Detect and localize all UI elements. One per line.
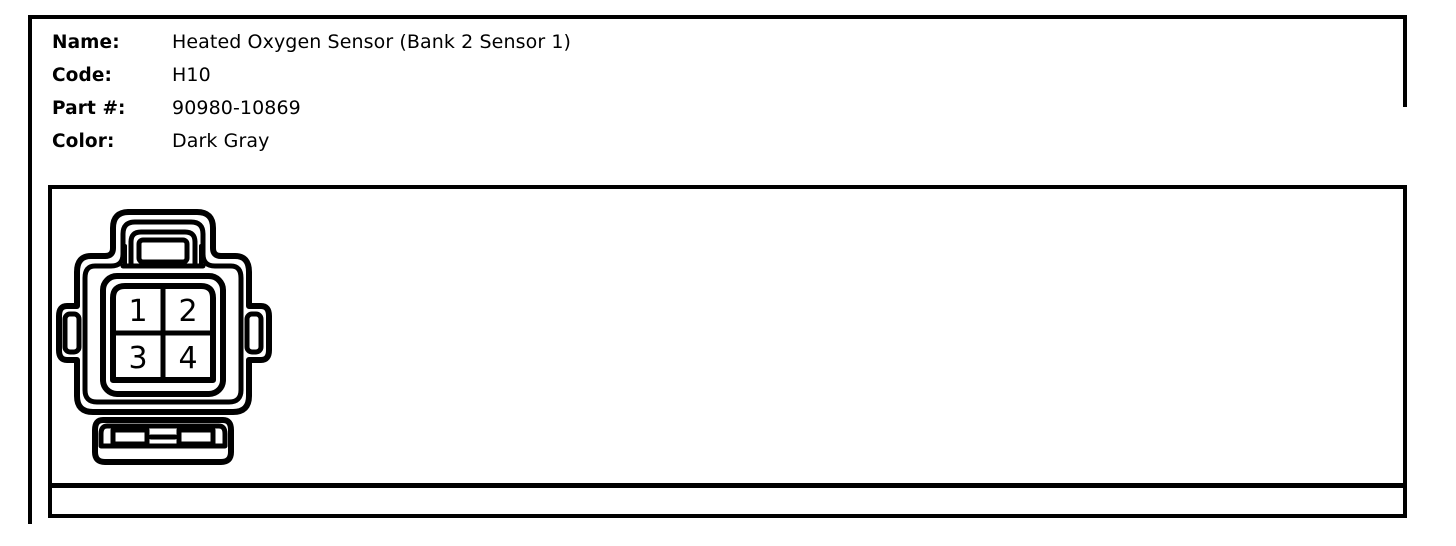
info-row-name: Name: Heated Oxygen Sensor (Bank 2 Senso… <box>52 26 952 59</box>
pin-label-2: 2 <box>178 294 197 329</box>
connector-side-tab-left <box>62 311 82 355</box>
connector-inner-shell <box>82 219 244 405</box>
outer-frame <box>28 15 1407 524</box>
pin-label-3: 3 <box>128 341 147 376</box>
pin-grid-outline <box>110 283 216 383</box>
diagram-box <box>48 185 1407 518</box>
diagram-divider <box>48 483 1407 488</box>
outer-frame-right-edge <box>1403 15 1407 107</box>
info-value-color: Dark Gray <box>172 130 270 152</box>
part-info-block: Name: Heated Oxygen Sensor (Bank 2 Senso… <box>52 26 952 158</box>
info-row-color: Color: Dark Gray <box>52 125 952 158</box>
info-value-code: H10 <box>172 64 211 86</box>
info-label-part-number: Part #: <box>52 98 126 119</box>
connector-bottom-notch-right <box>176 427 216 447</box>
info-value-part-number: 90980-10869 <box>172 97 301 119</box>
pin-label-1: 1 <box>128 294 147 329</box>
connector-side-tab-right <box>244 311 264 355</box>
connector-bottom-notch-left <box>110 427 150 447</box>
info-row-code: Code: H10 <box>52 59 952 92</box>
connector-bottom-skirt-inner <box>98 423 228 449</box>
connector-latch-outer <box>128 229 198 267</box>
connector-diagram: 1 2 3 4 <box>55 190 295 475</box>
info-value-name: Heated Oxygen Sensor (Bank 2 Sensor 1) <box>172 31 572 53</box>
connector-latch-slot <box>136 237 190 265</box>
connector-cavity-housing <box>100 273 226 397</box>
info-label-color: Color: <box>52 131 115 152</box>
connector-bottom-skirt-outer <box>92 417 234 465</box>
info-label-code: Code: <box>52 65 112 86</box>
info-label-name: Name: <box>52 32 120 53</box>
pin-label-4: 4 <box>178 341 197 376</box>
connector-svg: 1 2 3 4 <box>56 209 272 465</box>
info-row-part-number: Part #: 90980-10869 <box>52 92 952 125</box>
connector-outer-shell <box>56 209 272 415</box>
